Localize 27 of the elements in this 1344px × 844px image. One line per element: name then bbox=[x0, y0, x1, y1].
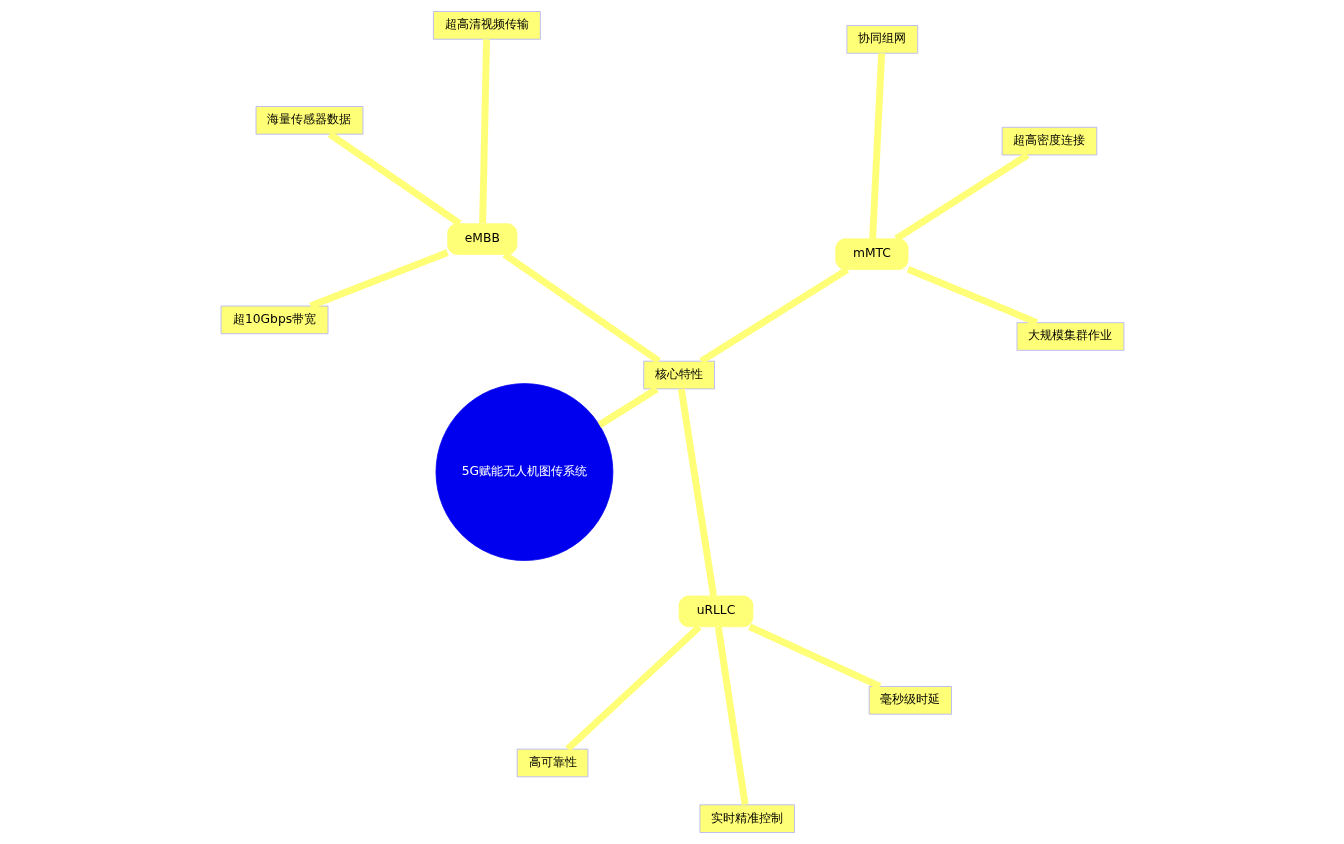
connector bbox=[597, 386, 659, 428]
node-box: 超高清视频传输 bbox=[432, 11, 541, 40]
connector bbox=[906, 266, 1038, 326]
connector bbox=[308, 249, 449, 310]
connector bbox=[502, 251, 661, 364]
connector bbox=[327, 131, 462, 227]
node-box: 高可靠性 bbox=[516, 748, 588, 778]
node-box: eMBB bbox=[446, 223, 517, 255]
node-box: 毫秒级时延 bbox=[868, 686, 952, 715]
connector bbox=[714, 626, 749, 806]
node-box: mMTC bbox=[834, 238, 908, 270]
connector bbox=[564, 624, 701, 752]
node-box: 超高密度连接 bbox=[1001, 126, 1097, 156]
node-box: 海量传感器数据 bbox=[255, 106, 363, 135]
node-box: 超10Gbps带宽 bbox=[220, 305, 328, 335]
connector bbox=[868, 53, 885, 239]
node-box: uRLLC bbox=[678, 595, 753, 628]
connector bbox=[893, 152, 1030, 242]
connector bbox=[677, 388, 717, 597]
node-box: 实时精准控制 bbox=[699, 804, 795, 833]
node-box: 核心特性 bbox=[642, 360, 715, 390]
connector bbox=[747, 623, 881, 690]
connector bbox=[698, 266, 849, 365]
node-box: 大规模集群作业 bbox=[1016, 322, 1124, 351]
connector bbox=[478, 39, 490, 224]
node-box: 协同组网 bbox=[846, 25, 918, 54]
node-circle: 5G赋能无人机图传系统 bbox=[435, 383, 613, 561]
